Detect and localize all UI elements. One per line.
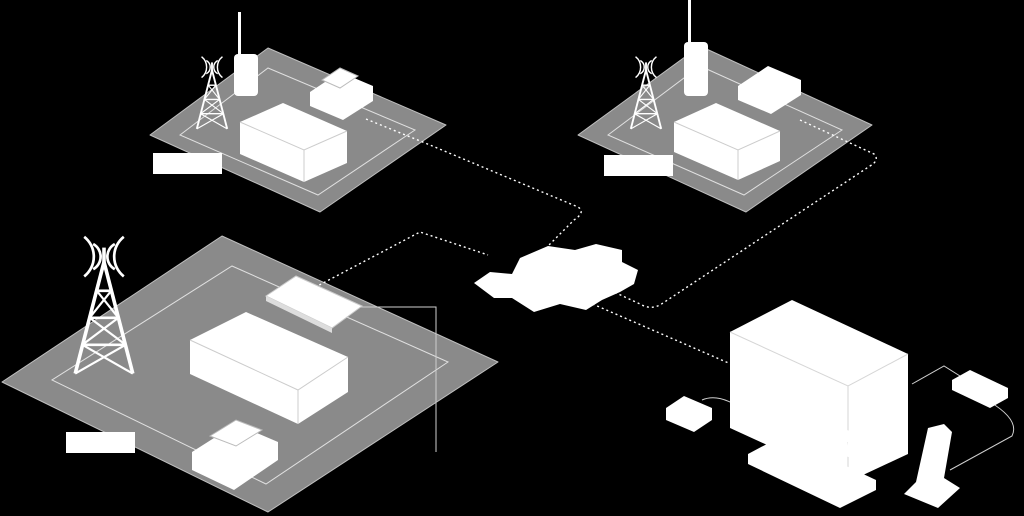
repeater-unit-icon: [189, 312, 349, 424]
site-boundary: [607, 65, 844, 196]
dispatch-station: [666, 300, 1015, 508]
handheld-radio-icon: [684, 0, 708, 96]
link-top-left-to-cloud: [365, 118, 582, 247]
repeater-unit-icon: [239, 103, 348, 182]
mouse-icon: [666, 396, 712, 432]
site-top-left: [149, 12, 447, 213]
site-label-box: [153, 153, 222, 174]
desk-microphone-icon: [904, 424, 960, 508]
mobile-radio-icon: [310, 67, 373, 120]
site-boundary: [179, 67, 417, 196]
site-top-right: [577, 0, 873, 213]
keyboard-icon: [748, 436, 876, 508]
dispatch-cable: [911, 365, 961, 385]
mobile-radio-icon: [738, 66, 801, 114]
network-switch-icon: [264, 275, 363, 333]
site-bottom-left: [1, 235, 499, 513]
monitor-icon: [729, 300, 909, 482]
dispatch-cable: [949, 401, 1015, 471]
link-bottom-left-to-cloud: [305, 231, 489, 293]
mobile-radio-icon: [192, 419, 278, 490]
handheld-radio-icon: [234, 12, 258, 96]
repeater-unit-icon: [673, 103, 781, 180]
link-cloud-to-dispatch: [587, 301, 741, 369]
speaker-icon: [952, 370, 1008, 408]
site-label-box: [604, 155, 673, 176]
site-link-line: [360, 306, 437, 452]
network-links: [305, 118, 877, 369]
monitor-stand-icon: [816, 426, 870, 462]
network-cloud-icon: [474, 244, 638, 312]
site-boundary: [50, 265, 450, 485]
site-label-box: [66, 432, 135, 453]
